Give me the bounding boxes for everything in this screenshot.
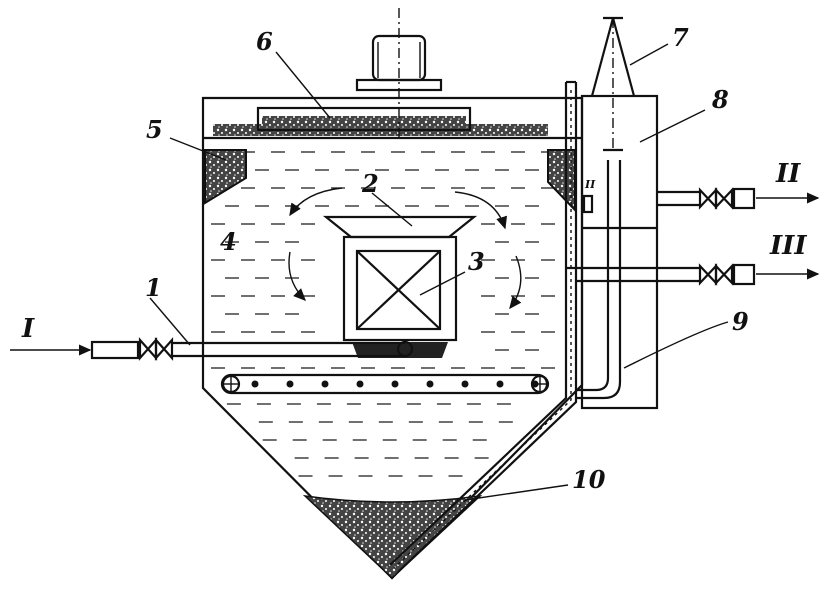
circulation-arrow-3	[288, 251, 306, 301]
valve-11	[582, 194, 594, 214]
label-outlet-III: III	[769, 231, 807, 261]
aeration-hole	[531, 380, 539, 388]
label-8: 8	[711, 85, 729, 114]
aeration-pipe	[220, 373, 550, 395]
aeration-hole	[496, 380, 504, 388]
aeration-hole	[461, 380, 469, 388]
froth-trough-left	[204, 149, 247, 205]
aeration-hole	[251, 380, 259, 388]
skimmer-froth	[262, 116, 466, 126]
motor	[355, 8, 443, 142]
circulation-arrow-2	[454, 191, 507, 230]
label-3: 3	[468, 247, 485, 276]
circulation-arrow-4	[509, 255, 522, 310]
outlet-3-pipe	[566, 263, 820, 286]
aeration-holes	[251, 380, 539, 388]
label-2: 2	[361, 169, 379, 198]
water-surface-lines	[211, 151, 555, 477]
tank-outline	[201, 96, 584, 580]
aerator-hood	[322, 215, 478, 239]
label-6: 6	[256, 27, 273, 56]
label-valve-II: II	[584, 178, 596, 191]
impeller-cross-2	[356, 250, 441, 330]
aerator-box	[342, 235, 458, 342]
label-5: 5	[146, 115, 163, 144]
aeration-hole	[321, 380, 329, 388]
froth-skimmer	[256, 106, 472, 132]
bottom-sludge	[302, 494, 483, 580]
aerator-impeller-frame	[355, 249, 442, 331]
froth-trough-right	[547, 149, 576, 213]
level-regulator	[576, 16, 636, 400]
label-outlet-II: II	[775, 159, 801, 189]
leader-lines	[149, 43, 729, 501]
label-10: 10	[572, 465, 606, 494]
aeration-hole	[426, 380, 434, 388]
circulation-arrow-1	[289, 187, 343, 217]
label-7: 7	[672, 23, 689, 52]
outlet-2-pipe	[657, 187, 820, 210]
inlet-pipe	[10, 337, 414, 361]
aeration-hole	[286, 380, 294, 388]
aeration-hole	[391, 380, 399, 388]
sludge-discharge-pipe	[389, 80, 578, 573]
aeration-hole	[356, 380, 364, 388]
label-inlet-I: I	[21, 314, 35, 344]
label-4: 4	[220, 227, 237, 256]
label-1: 1	[145, 273, 162, 302]
aerator-base	[352, 342, 448, 358]
label-9: 9	[732, 307, 749, 336]
level-compartment	[580, 94, 659, 410]
